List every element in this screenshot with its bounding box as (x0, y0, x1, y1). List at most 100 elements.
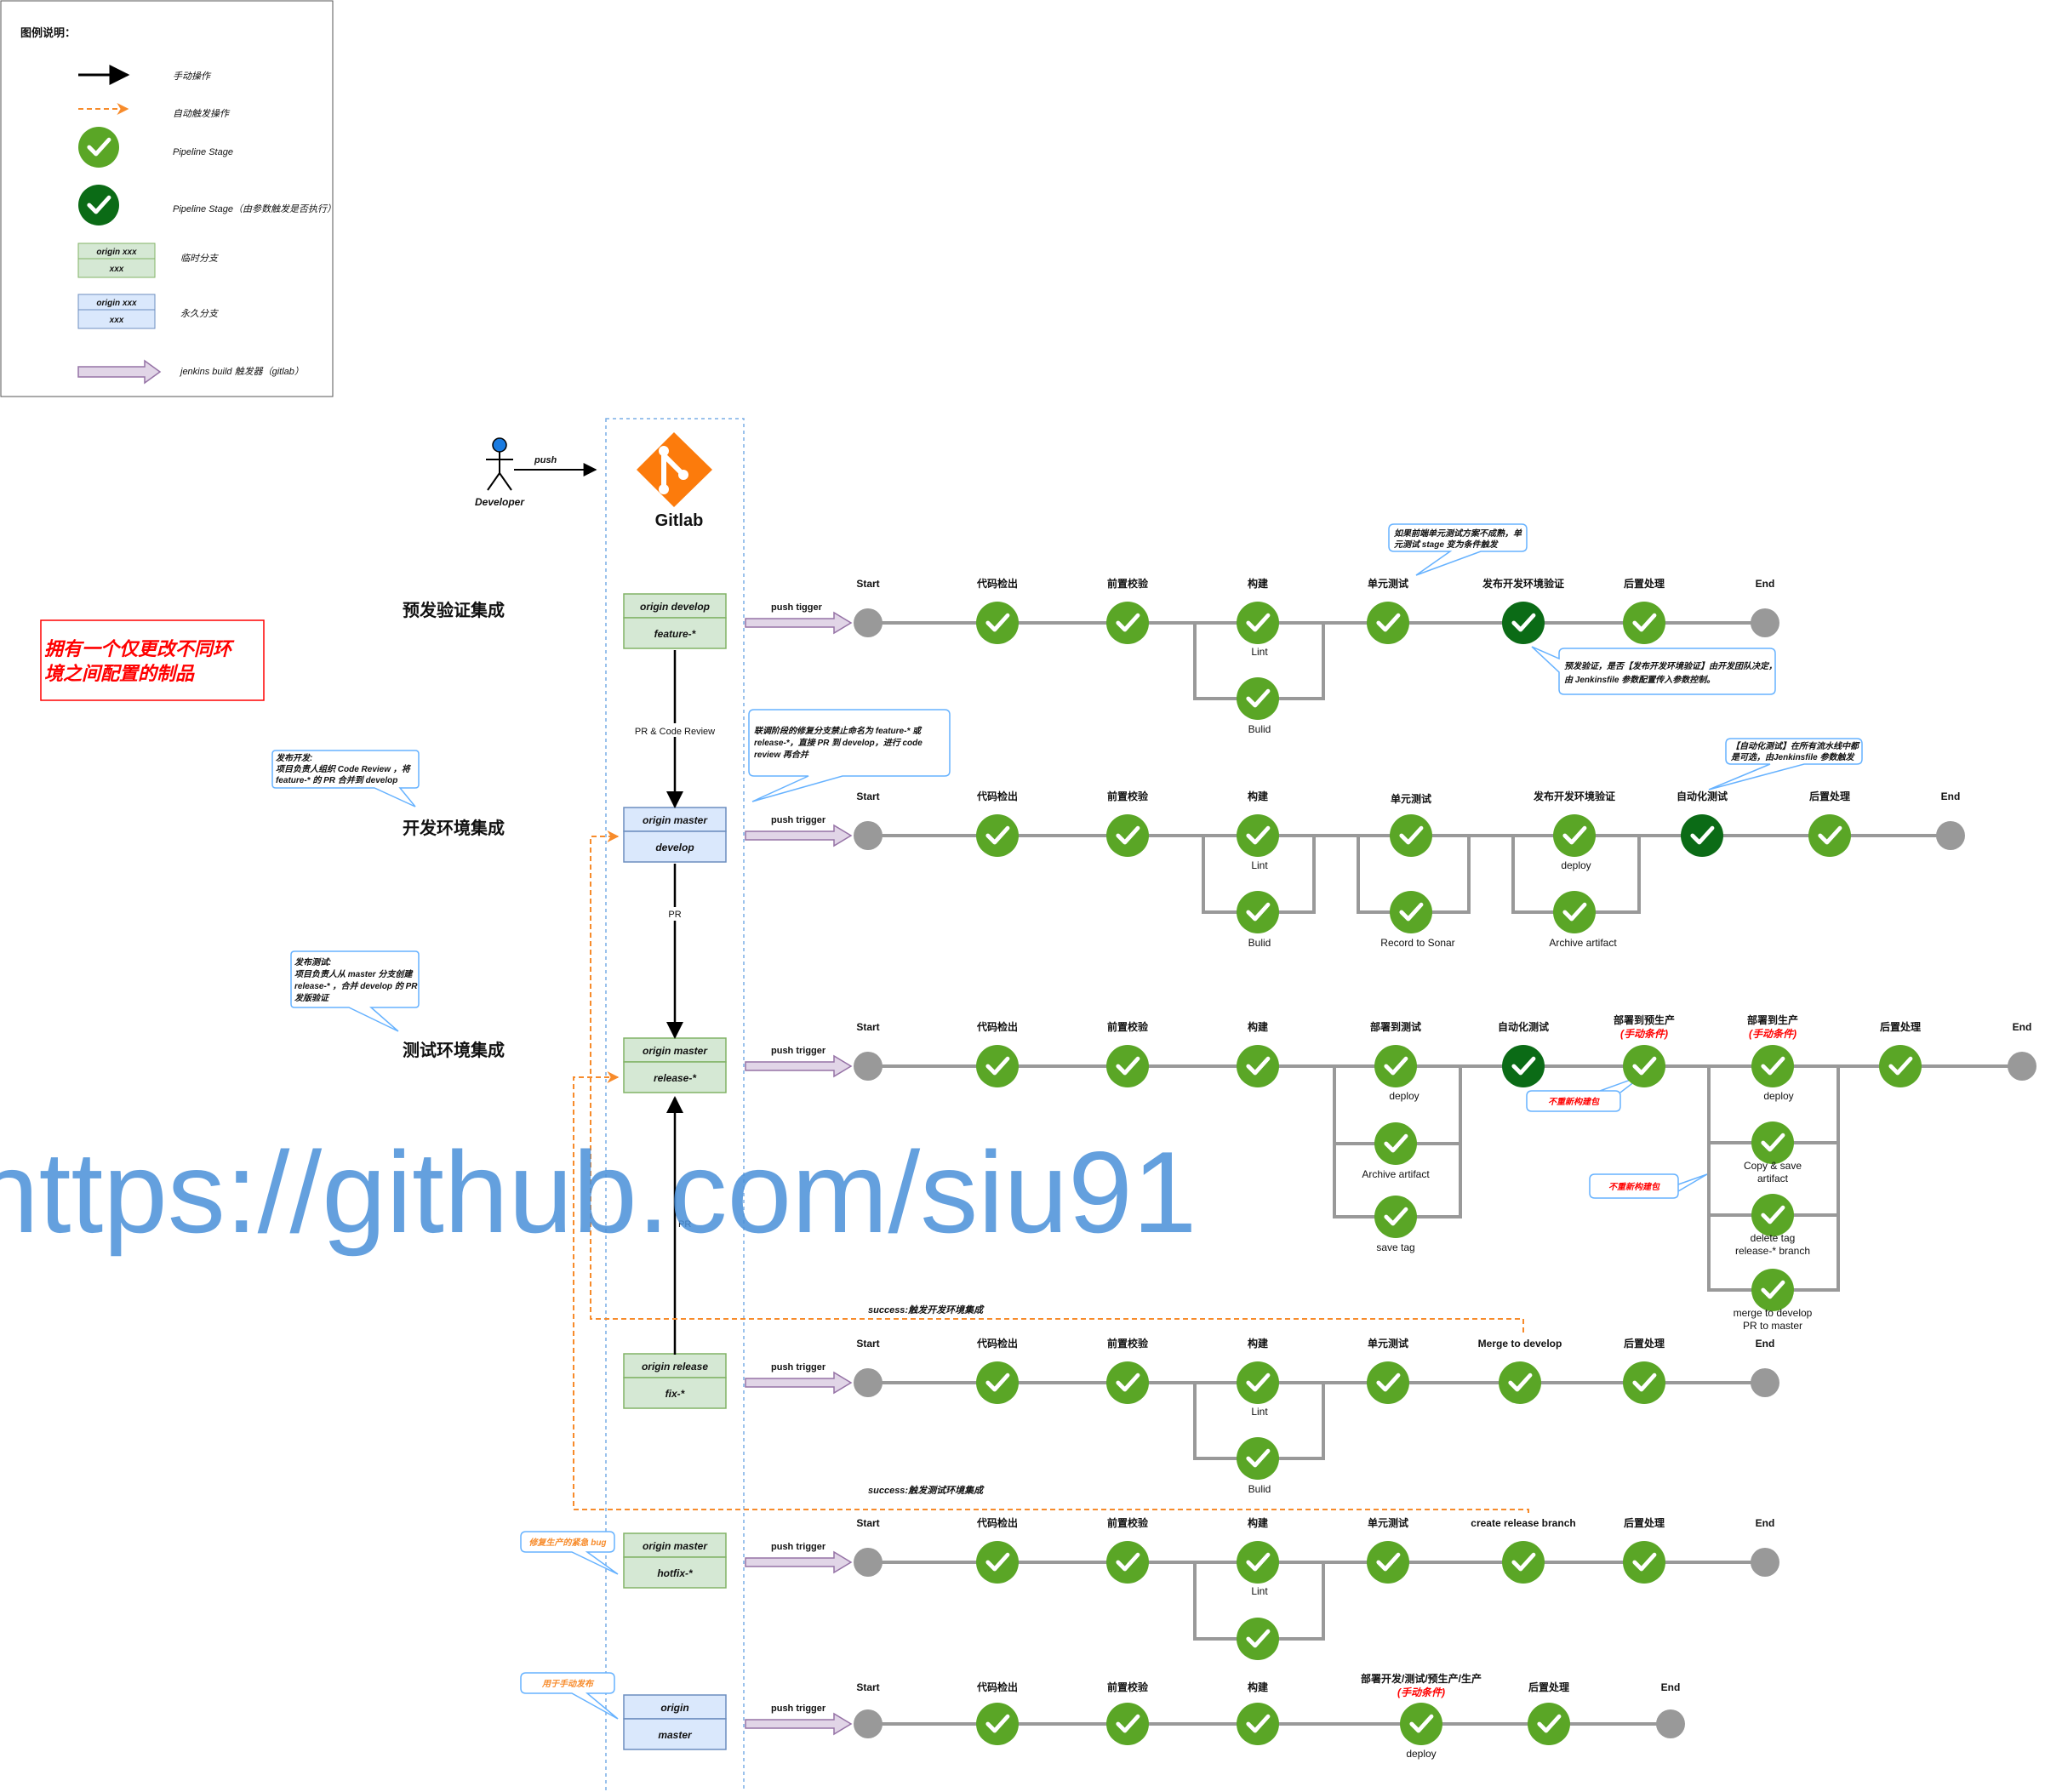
stage-label: Start (856, 578, 879, 590)
branch-head: origin master (643, 1540, 708, 1552)
branch-head: origin (660, 1702, 688, 1714)
stage-label: 构建 (1248, 1681, 1269, 1693)
stage-node (854, 608, 883, 637)
gitlab-logo-icon (637, 432, 712, 507)
substage-label: deploy (1406, 1748, 1436, 1760)
stage-label: End (1756, 578, 1775, 590)
stage-label: 代码检出 (976, 1337, 1018, 1350)
stage-label: 前置校验 (1107, 1516, 1149, 1529)
stage-label: 自动化测试 (1498, 1020, 1549, 1033)
branch-body: master (658, 1729, 693, 1741)
stage-node (854, 1368, 883, 1397)
legend-stage-label: Pipeline Stage (173, 147, 233, 157)
stage-node (854, 1052, 883, 1081)
stage-label: 部署到生产 (1747, 1013, 1798, 1026)
stage-node (1502, 1045, 1545, 1087)
svg-text:拥有一个仅更改不同环: 拥有一个仅更改不同环 (44, 638, 235, 659)
svg-text:联调阶段的修复分支禁止命名为 feature-* 或: 联调阶段的修复分支禁止命名为 feature-* 或 (754, 726, 923, 736)
push-trigger-arrow: push trigger (745, 1046, 853, 1078)
svg-text:项目负责人组织 Code Review ，将: 项目负责人组织 Code Review ，将 (276, 764, 412, 774)
stage-label: 发布开发环境验证 (1482, 577, 1564, 590)
debug-branch-callout: 联调阶段的修复分支禁止命名为 feature-* 或 release-*，直接 … (748, 709, 951, 802)
substage-label: PR to master (1743, 1320, 1802, 1332)
stage-label: 代码检出 (976, 790, 1018, 802)
trigger-arrow-icon (77, 359, 162, 385)
push-label: push (534, 455, 557, 465)
stage-label: 单元测试 (1368, 1337, 1408, 1350)
stage-node (1374, 1196, 1417, 1238)
legend-auto-label: 自动触发操作 (173, 108, 231, 119)
stage-icon (78, 127, 119, 168)
stage-label: 代码检出 (976, 1516, 1018, 1529)
stage-node (1623, 1045, 1665, 1087)
svg-text:由 Jenkinsfile 参数配置传入参数控制。: 由 Jenkinsfile 参数配置传入参数控制。 (1564, 675, 1715, 685)
stage-label: 后置处理 (1624, 1337, 1665, 1350)
stage-node (1237, 677, 1279, 720)
stage-node (1502, 1541, 1545, 1584)
push-trigger-label: push trigger (771, 1704, 826, 1714)
stage-label: 代码检出 (976, 1020, 1018, 1033)
developer-label: Developer (475, 496, 525, 508)
stage-node (1237, 1541, 1279, 1584)
stage-label: 后置处理 (1624, 1516, 1665, 1529)
substage-label: Bulid (1248, 1483, 1271, 1495)
substage-label: save tag (1376, 1241, 1414, 1253)
stage-label: 构建 (1248, 1516, 1269, 1529)
unit-test-callout: 如果前端单元测试方案不成熟，单 元测试 stage 变为条件触发 (1388, 523, 1528, 576)
stage-label: 后置处理 (1809, 790, 1850, 802)
stage-node (854, 1709, 883, 1738)
param-stage-icon (78, 185, 119, 225)
push-triggers: push tigger push trigger push trigger push … (745, 602, 853, 1736)
pr-code-review-label: PR & Code Review (635, 727, 715, 737)
stage-node (1106, 602, 1149, 644)
condition-label: (手动条件) (1749, 1028, 1797, 1040)
stage-label: 单元测试 (1368, 577, 1408, 590)
stage-node (1237, 1361, 1279, 1404)
stage-label: 代码检出 (976, 577, 1018, 590)
svg-text:发布开发:: 发布开发: (276, 753, 312, 763)
stage-node (1808, 814, 1851, 857)
substage-label: deploy (1389, 1090, 1419, 1102)
success-test-label: success:触发测试环境集成 (868, 1485, 985, 1496)
stage-node (2008, 1052, 2036, 1081)
push-trigger-label: push trigger (771, 815, 826, 825)
developer-actor: Developer push (475, 437, 597, 508)
stage-node (1106, 1045, 1149, 1087)
stage-node (1751, 1121, 1794, 1164)
branch-links: PR & Code Review PR PR success:触发开发环境集成 … (573, 650, 1529, 1513)
svg-text:修复生产的紧急 bug: 修复生产的紧急 bug (528, 1538, 606, 1548)
branch-body: develop (655, 842, 694, 853)
stage-label: End (1756, 1338, 1775, 1350)
person-icon (492, 437, 507, 453)
section-pre-verify: 预发验证集成 (403, 600, 505, 620)
stage-label: 构建 (1248, 577, 1269, 590)
stage-label: End (1941, 790, 1961, 802)
stage-label: End (1661, 1681, 1681, 1693)
pr-label: PR (668, 910, 681, 920)
svg-text:review 再合并: review 再合并 (754, 750, 810, 760)
stage-node (1681, 814, 1723, 857)
stage-node (1106, 1541, 1149, 1584)
pre-verify-callout: 预发验证，是否【发布开发环境验证】由开发团队决定， 由 Jenkinsfile … (1531, 646, 1777, 695)
stage-node (854, 821, 883, 850)
stage-node (1237, 1437, 1279, 1480)
condition-label: (手动条件) (1397, 1686, 1445, 1698)
branch-head: origin master (643, 1045, 708, 1057)
stage-label: Start (856, 1021, 879, 1033)
push-trigger-arrow: push tigger (745, 602, 853, 635)
push-trigger-label: push trigger (771, 1046, 826, 1056)
stage-node (1237, 814, 1279, 857)
stage-node (1879, 1045, 1922, 1087)
stage-node (1367, 1361, 1409, 1404)
stage-label: 前置校验 (1107, 1681, 1149, 1693)
stage-node (1751, 1269, 1794, 1311)
substage-label: Lint (1251, 646, 1268, 658)
substage-label: delete tag (1751, 1232, 1796, 1244)
substage-label: Lint (1251, 859, 1268, 871)
push-trigger-label: push tigger (771, 602, 823, 613)
stage-label: 后置处理 (1624, 577, 1665, 590)
